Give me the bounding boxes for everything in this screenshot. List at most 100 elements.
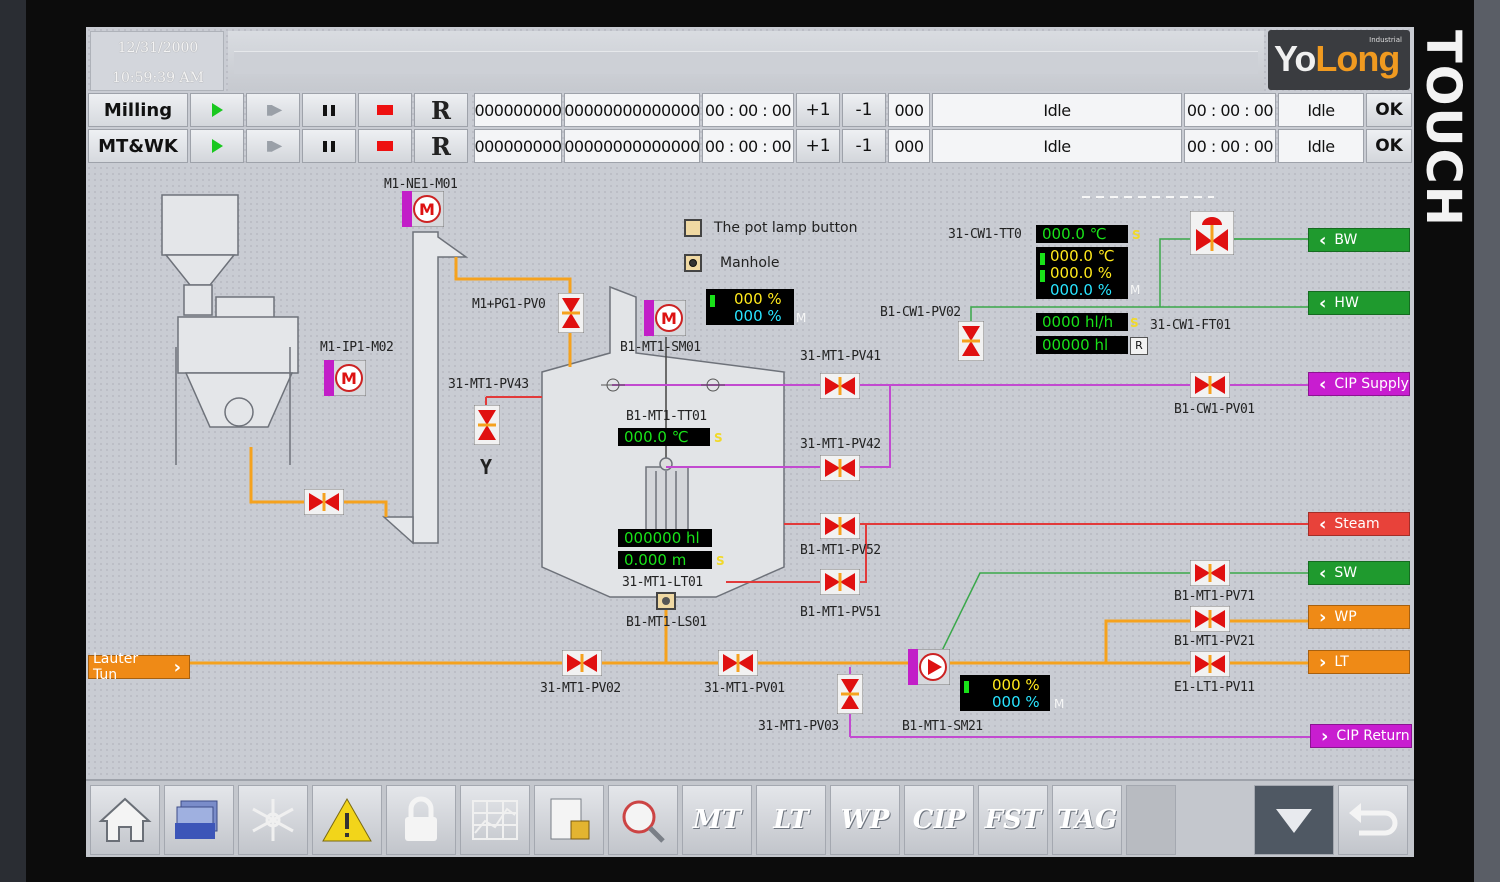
diagnostics-button[interactable]	[608, 785, 678, 855]
back-button[interactable]	[1338, 785, 1408, 855]
sm21-value-b: 000 %	[992, 693, 1040, 711]
home-button[interactable]	[90, 785, 160, 855]
alarm-button[interactable]	[312, 785, 382, 855]
reports-button[interactable]	[164, 785, 234, 855]
trend-button[interactable]	[460, 785, 530, 855]
reset-button-mtwk[interactable]: R	[414, 129, 468, 163]
valve-pv43[interactable]	[473, 404, 501, 446]
step-status-mtwk: Idle	[932, 129, 1182, 163]
logo-text-yo: Yo	[1274, 38, 1316, 79]
connector-lauter-tun-label: Lauter Tun	[93, 651, 139, 683]
label-pv01: 31-MT1-PV01	[704, 681, 785, 696]
nav-cip-button[interactable]: CIP	[904, 785, 974, 855]
total-reset-button[interactable]: R	[1130, 337, 1148, 355]
recipe-button[interactable]	[534, 785, 604, 855]
batch-counter-mtwk: 000000000	[474, 129, 562, 163]
connector-cip-return[interactable]: ›CIP Return	[1310, 724, 1412, 748]
nav-lt-button[interactable]: LT	[756, 785, 826, 855]
nav-tag-button[interactable]: TAG	[1052, 785, 1122, 855]
pause-button-mtwk[interactable]	[302, 129, 356, 163]
valve-pv51[interactable]	[819, 568, 861, 596]
valve-icon	[836, 673, 864, 715]
cw-status-display: 000.0 ℃ 000.0 % 000.0 %	[1036, 247, 1128, 299]
pump-sm21[interactable]	[907, 648, 951, 686]
control-valve-icon	[1189, 210, 1235, 256]
connector-steam[interactable]: ‹Steam	[1308, 512, 1410, 536]
valve-pv21[interactable]	[1189, 605, 1231, 633]
valve-cw-control[interactable]	[1189, 210, 1235, 256]
step-icon: ▮▶	[265, 138, 283, 154]
ok-button-mtwk[interactable]: OK	[1366, 129, 1412, 163]
manhole-label: Manhole	[720, 255, 780, 271]
motor-ne1-m01[interactable]: M	[401, 190, 445, 228]
login-button[interactable]	[386, 785, 456, 855]
cw-temp-setpoint-display: 000.0 ℃	[1036, 225, 1128, 243]
pot-lamp-checkbox[interactable]	[684, 219, 702, 237]
level-switch-ls01[interactable]	[656, 592, 676, 610]
valve-cw1-pv01[interactable]	[1189, 371, 1231, 399]
row-label-milling: Milling	[88, 93, 188, 127]
time-display: 10:59:39 AM	[112, 70, 204, 86]
bucket-elevator	[382, 231, 469, 545]
datetime-box: 12/31/2000 10:59:39 AM	[90, 31, 224, 91]
label-pv52: B1-MT1-PV52	[800, 543, 881, 558]
stop-button-mtwk[interactable]	[358, 129, 412, 163]
connector-lauter-tun[interactable]: Lauter Tun ›	[88, 651, 190, 683]
step-minus-button-mtwk[interactable]: -1	[842, 129, 886, 163]
nav-wp-button[interactable]: WP	[830, 785, 900, 855]
network-icon	[252, 799, 294, 841]
start-button-milling[interactable]	[190, 93, 244, 127]
step-button-milling[interactable]: ▮▶	[246, 93, 300, 127]
ok-button-milling[interactable]: OK	[1366, 93, 1412, 127]
chevron-right-icon: ›	[173, 656, 181, 678]
valve-pv52[interactable]	[819, 512, 861, 540]
valve-pv03[interactable]	[836, 673, 864, 715]
connector-wp[interactable]: ›WP	[1308, 605, 1410, 629]
valve-pg1-pv0[interactable]	[557, 292, 585, 334]
stop-button-milling[interactable]	[358, 93, 412, 127]
drain-y-mark: Y	[480, 455, 492, 479]
nav-fst-button[interactable]: FST	[978, 785, 1048, 855]
logo-text-long: Long	[1315, 38, 1400, 79]
stop-icon	[377, 105, 393, 115]
label-pg1-pv0: M1+PG1-PV0	[472, 297, 546, 312]
home-icon	[98, 797, 152, 842]
start-button-mtwk[interactable]	[190, 129, 244, 163]
connector-cip-return-label: CIP Return	[1336, 728, 1410, 744]
manhole-checkbox[interactable]	[684, 254, 702, 272]
valve-lt1-pv11[interactable]	[1189, 650, 1231, 678]
valve-cw1-pv02[interactable]	[957, 320, 985, 362]
valve-pv02[interactable]	[561, 649, 603, 677]
nav-mt-button[interactable]: MT	[682, 785, 752, 855]
step-minus-button-milling[interactable]: -1	[842, 93, 886, 127]
valve-pv42[interactable]	[819, 454, 861, 482]
nav-mt-label: MT	[692, 805, 742, 835]
connector-lt[interactable]: ›LT	[1308, 650, 1410, 674]
recipe-id-milling: 00000000000000	[564, 93, 700, 127]
connector-cip-supply[interactable]: ‹CIP Supply	[1308, 372, 1410, 396]
pause-button-milling[interactable]	[302, 93, 356, 127]
valve-pv71[interactable]	[1189, 559, 1231, 587]
page-down-button[interactable]	[1254, 785, 1334, 855]
step-plus-button-mtwk[interactable]: +1	[796, 129, 840, 163]
valve-icon	[819, 512, 861, 540]
connector-bw[interactable]: ‹BW	[1308, 228, 1410, 252]
connector-hw[interactable]: ‹HW	[1308, 291, 1410, 315]
network-button[interactable]	[238, 785, 308, 855]
connector-sw[interactable]: ‹SW	[1308, 561, 1410, 585]
label-tt01: B1-MT1-TT01	[626, 409, 707, 424]
step-button-mtwk[interactable]: ▮▶	[246, 129, 300, 163]
motor-ip1-m02[interactable]: M	[323, 359, 367, 397]
motor-sm01[interactable]: M	[643, 299, 687, 337]
valve-pv41[interactable]	[819, 372, 861, 400]
step-number-milling: 000	[888, 93, 930, 127]
timer-mtwk: 00 : 00 : 00	[702, 129, 794, 163]
bezel-left	[0, 0, 26, 882]
step-timer-milling: 00 : 00 : 00	[1184, 93, 1276, 127]
motor-icon: M	[401, 190, 445, 228]
step-plus-button-milling[interactable]: +1	[796, 93, 840, 127]
reset-button-milling[interactable]: R	[414, 93, 468, 127]
valve-pv01[interactable]	[717, 649, 759, 677]
timer-milling: 00 : 00 : 00	[702, 93, 794, 127]
valve-mill-outlet[interactable]	[303, 488, 345, 516]
